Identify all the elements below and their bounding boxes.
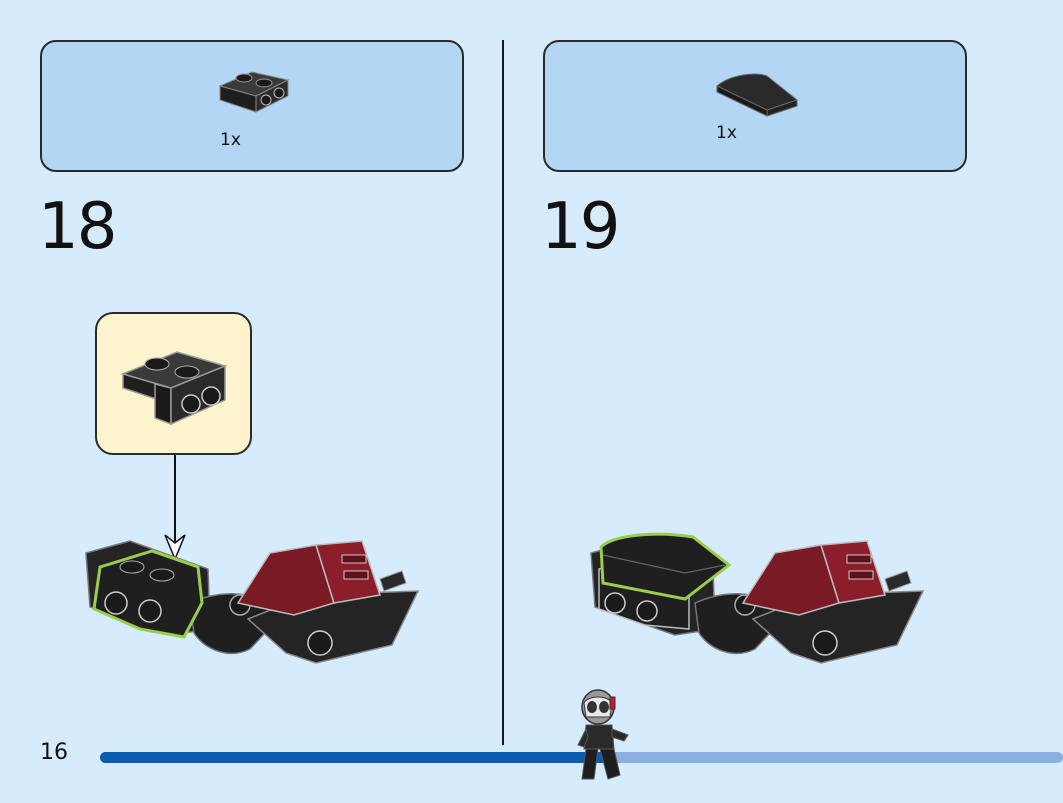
parts-list-step-19: 1x <box>543 40 967 172</box>
page-number: 16 <box>40 740 68 765</box>
quantity-label: 1x <box>220 130 241 150</box>
step-number-19: 19 <box>541 190 620 264</box>
bracket-plate-icon <box>120 351 228 426</box>
curved-slope-icon <box>716 73 799 117</box>
parts-list-step-18: 1x <box>40 40 464 172</box>
motorcycle-model-step-18 <box>85 540 420 664</box>
quantity-label: 1x <box>716 123 737 143</box>
bracket-plate-icon <box>218 71 290 113</box>
minifigure-mascot-icon <box>577 689 629 780</box>
callout-box <box>95 312 252 455</box>
motorcycle-model-step-19 <box>590 532 925 664</box>
step-divider <box>502 40 504 745</box>
step-number-18: 18 <box>38 190 117 264</box>
placement-arrow-icon <box>164 455 186 561</box>
progress-fill <box>100 752 610 763</box>
